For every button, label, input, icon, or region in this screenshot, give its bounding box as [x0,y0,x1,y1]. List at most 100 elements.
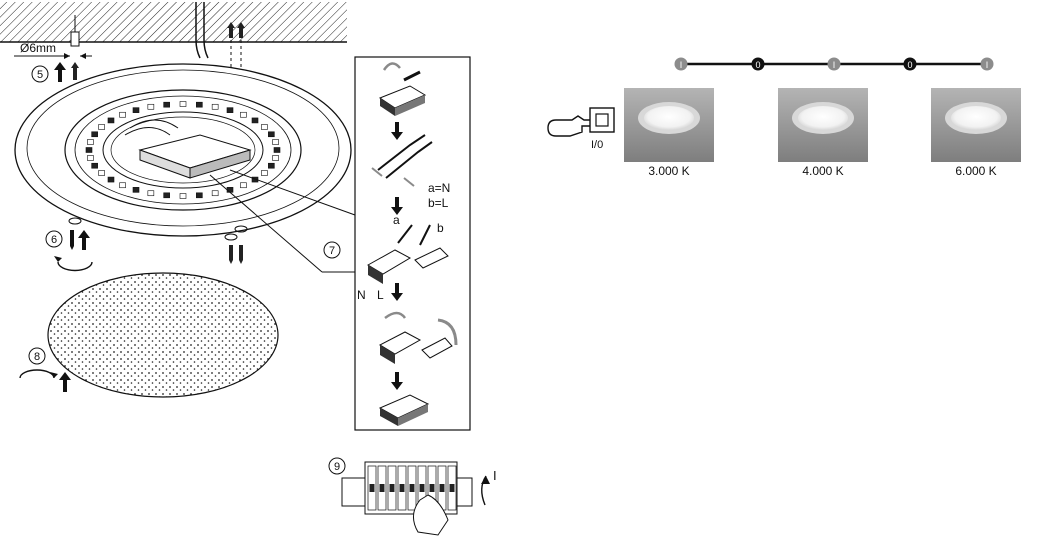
breaker-toggle [399,484,405,492]
wiring-panel: a=N b=L a b N L [354,56,471,431]
state-symbol: I [680,60,683,70]
breaker-toggle [419,484,425,492]
up-arrow-icon [78,230,90,250]
switch-label: I/0 [591,139,603,151]
led-chip [196,101,203,108]
led-chip [273,147,281,153]
screw-icon [70,230,74,250]
led-chip [119,182,126,189]
terminal-n-label: N [357,288,366,302]
led-chip [119,111,126,118]
wall-plug-icon [71,62,79,80]
state-off-node [751,57,765,71]
color-temperature-label: 6.000 K [955,164,996,178]
driver-box [124,119,252,179]
step-8: 8 [19,347,71,392]
led-chip [107,176,115,183]
ceiling [0,2,347,43]
wire-legend-a: a=N [428,181,450,195]
breaker-toggle [429,484,435,492]
terminal-block-final [378,394,430,426]
drill-step: Ø6mm 5 [14,15,92,83]
led-chip [268,131,275,138]
step-7-number: 7 [329,245,335,257]
led-chip [272,139,279,145]
breaker-switches [367,465,457,511]
led-chip [226,187,234,193]
led-chip [163,192,170,199]
step-8-number: 8 [34,351,40,363]
breaker-toggle [369,484,375,492]
breaker-toggle [389,484,395,492]
lamp-photo: 3.000 K [624,88,714,178]
led-chip [272,155,279,161]
step-9: 9 I [328,457,497,536]
led-chip [98,124,105,130]
hand-icon [413,494,449,536]
wiring-callout: 7 [209,169,356,273]
state-on-node [827,57,841,71]
state-on-node [980,57,994,71]
down-arrow-icon [391,283,403,301]
led-chip [240,111,247,118]
breaker-toggle [379,484,385,492]
lamp-photo: 6.000 K [931,88,1021,178]
led-chip [268,162,275,169]
down-arrow-icon [391,197,403,215]
step-6-number: 6 [51,234,57,246]
lamp-photo: 4.000 K [778,88,868,178]
ceiling-plugs [227,22,245,38]
lamp-glow [798,106,848,130]
led-chip [211,103,219,110]
led-chip [226,107,234,113]
led-chip [179,193,187,199]
led-chip [107,117,115,124]
ceiling-cable [195,2,209,59]
up-arrow-icon [54,62,66,82]
breaker-on-symbol: I [493,468,497,483]
stripped-wires [371,134,433,187]
color-temperature-photos: 3.000 K 4.000 K 6.000 K [624,88,1021,178]
led-chip [132,187,140,193]
wire-legend-b: b=L [428,196,449,210]
diffuser [47,272,279,398]
led-chip [251,117,259,124]
step-9-number: 9 [334,461,340,473]
led-chip [85,147,93,153]
wall-switch: I/0 [547,107,615,151]
step-6: 6 [45,230,93,272]
color-temperature-label: 3.000 K [648,164,689,178]
terminal-block-closing [378,311,458,364]
led-chip [211,190,219,197]
led-chip [87,139,94,145]
state-symbol: I [986,60,989,70]
color-temperature-label: 4.000 K [802,164,843,178]
led-ring [85,101,281,199]
led-chip [91,131,98,138]
led-chip [98,170,105,176]
rotate-icon [57,261,93,272]
fixing-screws [68,217,248,264]
breaker-toggle [449,484,455,492]
state-symbol: 0 [907,60,912,70]
pointing-hand-icon [547,115,593,137]
led-chip [147,190,155,197]
down-arrow-icon [391,122,403,140]
step-5-number: 5 [37,69,43,81]
state-symbol: I [833,60,836,70]
led-chip [240,182,247,189]
state-on-node [674,57,688,71]
up-arrow-icon [59,372,71,392]
led-chip [87,155,94,161]
wire-a-label: a [393,213,400,227]
led-chip [196,192,203,199]
state-off-node [903,57,917,71]
led-chip [91,162,98,169]
rotate-icon [19,369,55,379]
led-chip [147,103,155,110]
led-chip [261,170,268,176]
terminal-l-label: L [377,288,384,302]
led-chip [163,101,170,108]
